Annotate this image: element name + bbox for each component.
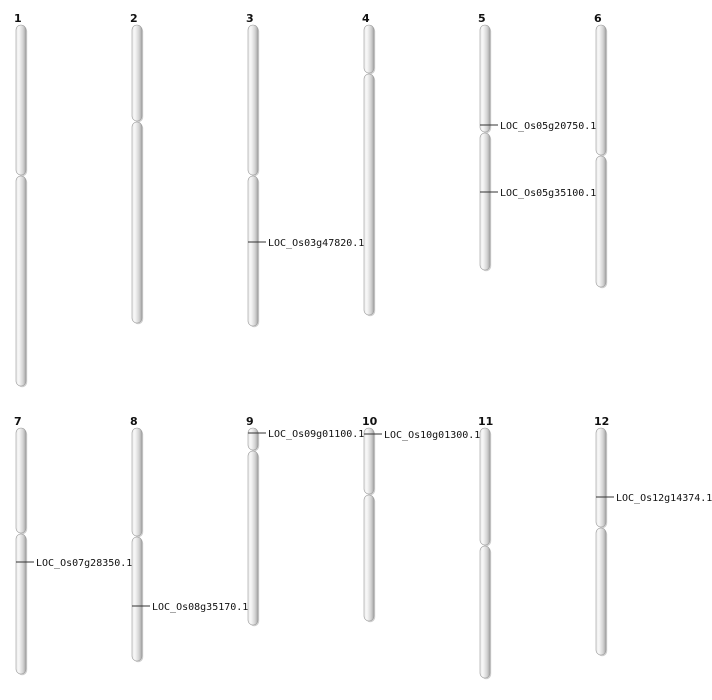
chromosome-short-arm	[247, 24, 259, 176]
chromosome-short-arm	[595, 427, 607, 528]
chromosome-short-arm	[15, 24, 27, 176]
chromosome-short-arm	[595, 24, 607, 156]
chromosome-long-arm	[363, 73, 375, 316]
gene-label: LOC_Os03g47820.1	[268, 238, 364, 249]
chromosome-short-arm	[131, 24, 143, 122]
chromosome-long-arm	[247, 450, 259, 626]
gene-label: LOC_Os08g35170.1	[152, 602, 248, 613]
chromosome-short-arm	[363, 24, 375, 74]
chromosome-short-arm	[131, 427, 143, 537]
chromosome-short-arm	[479, 24, 491, 133]
chromosome-long-arm	[15, 175, 27, 387]
chromosome-number: 10	[362, 415, 378, 428]
chromosome-number: 8	[130, 415, 138, 428]
chromosome-short-arm	[479, 427, 491, 546]
chromosome-long-arm	[595, 155, 607, 288]
chromosome-long-arm	[131, 121, 143, 324]
gene-label: LOC_Os10g01300.1	[384, 430, 480, 441]
gene-label: LOC_Os05g35100.1	[500, 188, 596, 199]
chromosome-number: 1	[14, 12, 22, 25]
gene-label: LOC_Os09g01100.1	[268, 429, 364, 440]
chromosome-number: 6	[594, 12, 602, 25]
chromosome-number: 2	[130, 12, 138, 25]
chromosome-4: 4	[362, 12, 376, 317]
chromosome-number: 5	[478, 12, 486, 25]
chromosome-short-arm	[247, 427, 259, 451]
chromosome-11: 11	[478, 415, 493, 680]
chromosome-long-arm	[15, 533, 27, 675]
chromosome-number: 12	[594, 415, 609, 428]
chromosome-long-arm	[595, 527, 607, 656]
chromosome-6: 6	[594, 12, 608, 289]
chromosome-number: 7	[14, 415, 22, 428]
chromosome-short-arm	[15, 427, 27, 534]
chromosome-number: 4	[362, 12, 370, 25]
chromosome-2: 2	[130, 12, 144, 325]
gene-label: LOC_Os12g14374.1	[616, 493, 712, 504]
chromosome-long-arm	[247, 175, 259, 327]
chromosome-short-arm	[363, 427, 375, 495]
chromosome-number: 3	[246, 12, 254, 25]
chromosome-long-arm	[363, 494, 375, 622]
gene-label: LOC_Os07g28350.1	[36, 558, 132, 569]
chromosome-number: 11	[478, 415, 493, 428]
chromosome-long-arm	[479, 545, 491, 679]
chromosome-1: 1	[14, 12, 28, 388]
chromosome-long-arm	[131, 536, 143, 662]
chromosome-long-arm	[479, 132, 491, 271]
chromosome-number: 9	[246, 415, 254, 428]
gene-label: LOC_Os05g20750.1	[500, 121, 596, 132]
